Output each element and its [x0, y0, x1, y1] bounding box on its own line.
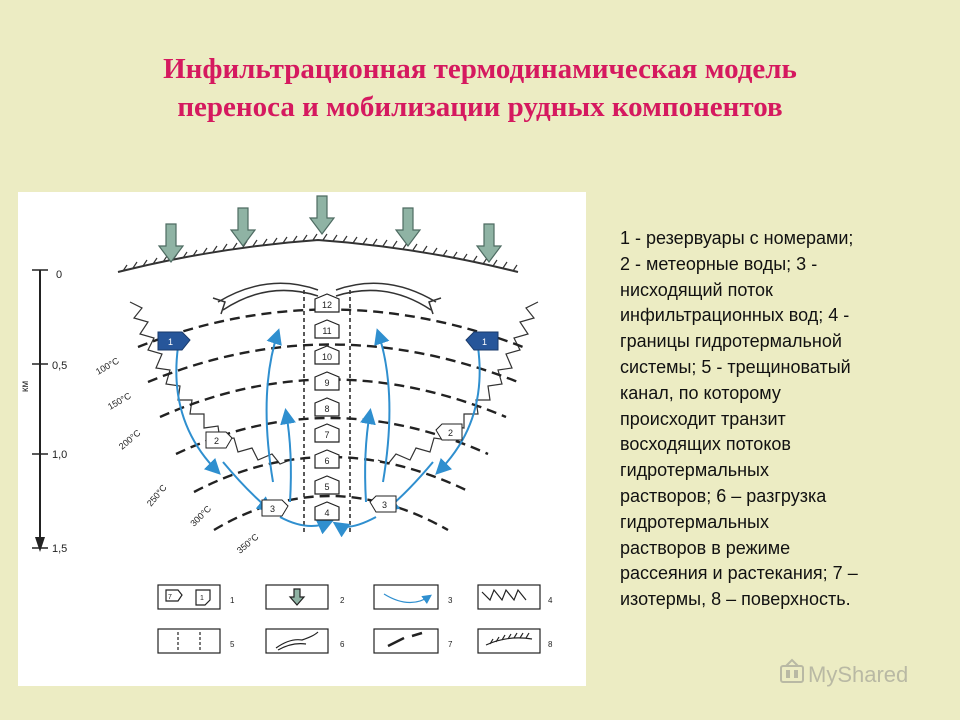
channel-reservoir-icon	[314, 371, 340, 391]
watermark-logo-icon	[780, 658, 804, 683]
channel-reservoir-icon	[314, 475, 340, 495]
legend-line: границы гидротермальной	[620, 331, 842, 352]
channel-reservoir-icon	[314, 397, 340, 417]
slide-title: Инфильтрационная термодинамическая модел…	[0, 50, 960, 126]
channel-reservoir-icon	[314, 345, 340, 365]
title-line-1: Инфильтрационная термодинамическая модел…	[163, 53, 797, 85]
channel-reservoir-label: 4	[324, 508, 329, 518]
legend-line: гидротермальных	[620, 460, 769, 481]
channel-reservoir-icon	[314, 423, 340, 443]
channel-reservoir-icon	[314, 293, 340, 313]
isotherm-label: 100°C	[94, 355, 121, 376]
isotherm-label: 200°C	[117, 427, 143, 451]
reservoir-icon	[465, 331, 499, 351]
isotherm-label: 300°C	[188, 503, 213, 528]
meteoric-arrows	[157, 195, 503, 263]
channel-reservoir-label: 9	[324, 378, 329, 388]
channel-reservoir-icon	[314, 449, 340, 469]
legend-box-num: 5	[230, 640, 235, 649]
meteoric-arrow-icon	[157, 223, 185, 263]
reservoir-label: 1	[168, 337, 173, 347]
legend-line: 1 - резервуары с номерами;	[620, 228, 854, 248]
watermark-text: MyShared	[808, 662, 909, 687]
depth-unit: км	[20, 381, 31, 392]
legend-symbols: 7 1 1 2 3 4 5 6 7	[157, 584, 553, 654]
fractured-channel	[303, 290, 351, 532]
meteoric-arrow-icon	[229, 207, 257, 247]
side-reservoirs: 1 2 3 1 2 3	[157, 331, 499, 517]
channel-reservoir-label: 8	[324, 404, 329, 414]
reservoir-icon	[205, 431, 233, 449]
depth-tick-0: 0	[56, 269, 62, 281]
channel-reservoir-icon	[314, 319, 340, 339]
legend-box-num: 8	[548, 640, 553, 649]
reservoir-label: 3	[382, 500, 387, 510]
model-diagram: 0 0,5 1,0 1,5 км	[18, 192, 586, 686]
reservoir-label: 2	[214, 436, 219, 446]
legend-box-num: 2	[340, 596, 345, 605]
legend-box-num: 6	[340, 640, 345, 649]
reservoir-icon	[435, 423, 463, 441]
channel-reservoir-label: 6	[324, 456, 329, 466]
legend-line: гидротермальных	[620, 511, 769, 532]
isotherm-lines	[137, 308, 524, 532]
channel-reservoirs: 12 11 10 9 8 7 6 5 4	[314, 293, 340, 521]
system-boundaries	[129, 301, 539, 465]
channel-reservoir-label: 12	[322, 300, 332, 310]
legend-box-num: 3	[448, 596, 453, 605]
legend-line: инфильтрационных вод; 4 -	[620, 305, 850, 326]
legend-box-num: 4	[548, 596, 553, 605]
channel-reservoir-label: 10	[322, 352, 332, 362]
legend-line: восходящих потоков	[620, 434, 791, 455]
legend-line: происходит транзит	[620, 408, 786, 429]
legend-sample-label: 7	[168, 594, 172, 601]
depth-tick-3: 1,5	[52, 543, 67, 555]
meteoric-arrow-icon	[308, 195, 336, 235]
legend-line: растворов в режиме	[620, 537, 791, 558]
legend-line: изотермы, 8 – поверхность.	[620, 589, 851, 610]
reservoir-icon	[369, 495, 397, 513]
depth-tick-1: 0,5	[52, 360, 67, 372]
channel-reservoir-label: 7	[324, 430, 329, 440]
legend-line: рассеяния и растекания; 7 –	[620, 563, 858, 584]
discharge-arrows	[212, 282, 442, 315]
isotherm-label: 150°C	[106, 390, 133, 411]
legend-line: нисходящий поток	[620, 279, 773, 300]
isotherm-label: 350°C	[235, 531, 261, 555]
channel-reservoir-label: 11	[322, 326, 331, 336]
legend-line: системы; 5 - трещиноватый	[620, 356, 851, 377]
reservoir-icon	[157, 331, 191, 351]
channel-reservoir-label: 5	[324, 482, 329, 492]
title-line-2: переноса и мобилизации рудных компоненто…	[177, 91, 783, 123]
legend-box-num: 7	[448, 640, 453, 649]
reservoir-label: 2	[448, 428, 453, 438]
legend-box-num: 1	[230, 596, 235, 605]
legend-line: канал, по которому	[620, 382, 781, 403]
legend-line: растворов; 6 – разгрузка	[620, 485, 827, 506]
isotherm-label: 250°C	[145, 482, 169, 508]
legend-line: 2 - метеорные воды; 3 -	[620, 253, 818, 274]
reservoir-label: 1	[482, 337, 487, 347]
depth-tick-2: 1,0	[52, 449, 67, 461]
depth-axis: 0 0,5 1,0 1,5 км	[20, 269, 67, 555]
meteoric-arrow-icon	[475, 223, 503, 263]
channel-reservoir-icon	[314, 501, 340, 521]
watermark: MyShared	[778, 658, 938, 694]
legend-description: 1 - резервуары с номерами; 2 - метеорные…	[620, 226, 950, 613]
reservoir-label: 3	[270, 504, 275, 514]
meteoric-arrow-icon	[394, 207, 422, 247]
legend-sample-label: 1	[200, 595, 204, 602]
surface-line	[117, 233, 519, 273]
diagram-svg: 0 0,5 1,0 1,5 км	[20, 195, 553, 654]
reservoir-icon	[261, 499, 289, 517]
